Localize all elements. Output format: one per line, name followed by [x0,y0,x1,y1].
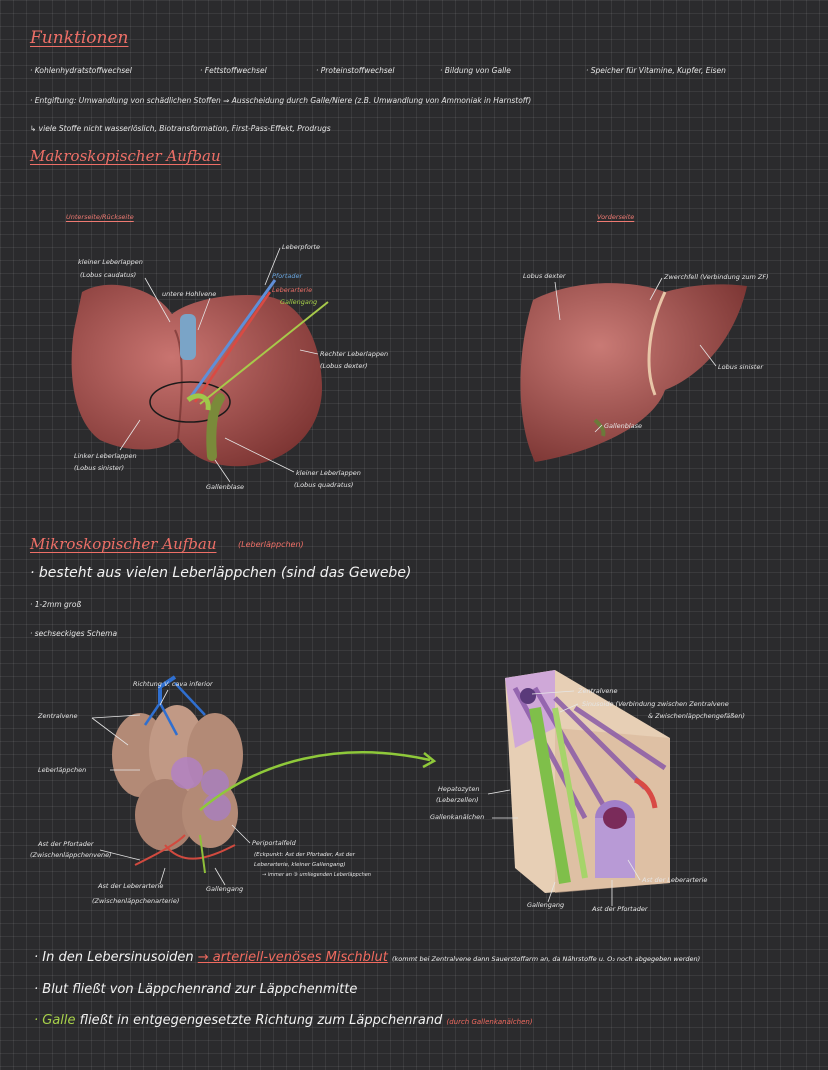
label-zentralvene-left: Zentralvene [38,712,78,720]
label-gallenblase-front: Gallenblase [604,422,643,430]
sinusoid-illustration [505,670,670,893]
summary-line-2: · Blut fließt von Läppchenrand zur Läppc… [34,982,358,997]
label-gallengang: Gallengang [280,298,318,306]
summary-line-1-highlight: → arteriell-venöses Mischblut [197,950,388,965]
function-item: · Fettstoffwechsel [200,66,267,75]
label-lobus-quadratus: kleiner Leberlappen [296,469,361,477]
label-periportalfeld-note-1: (Eckpunkt: Ast der Pfortader, Ast der [254,852,355,858]
micro-bullet-2: · 1-2mm groß [30,600,82,609]
label-gallengang-left: Gallengang [206,885,244,893]
label-hepatozyten: Hepatozyten [438,785,480,793]
label-rechter-latin: (Lobus dexter) [320,362,368,370]
label-periportalfeld-note-2: Leberarterie, kleiner Gallengang) [254,862,346,868]
label-lobus-caudatus-latin: (Lobus caudatus) [80,271,137,279]
summary-line-3-text: fließt in entgegengesetzte Richtung zum … [79,1013,443,1028]
label-untere-hohlvene: untere Hohlvene [162,290,217,298]
function-detox: · Entgiftung: Umwandlung von schädlichen… [30,96,532,105]
liver-front-view-illustration [520,283,747,462]
label-lobus-quadratus-latin: (Lobus quadratus) [294,481,354,489]
label-ast-pfortader-left: Ast der Pfortader [38,840,94,848]
back-view-title: Unterseite/Rückseite [66,213,134,221]
summary-line-1: · In den Lebersinusoiden → arteriell-ven… [34,950,700,965]
macro-title: Makroskopischer Aufbau [30,147,221,165]
function-detox-note: ↳ viele Stoffe nicht wasserlöslich, Biot… [30,124,331,133]
label-lobus-dexter: Lobus dexter [523,272,566,280]
label-zwerchfell: Zwerchfell (Verbindung zum ZF) [664,273,769,281]
label-ast-leberarterie-right: Ast der Leberarterie [642,876,708,884]
label-leberpforte: Leberpforte [282,243,321,251]
function-item: · Bildung von Galle [440,66,511,75]
function-item: · Kohlenhydratstoffwechsel [30,66,132,75]
function-item: · Speicher für Vitamine, Kupfer, Eisen [586,66,726,75]
label-ast-leberarterie-left: Ast der Leberarterie [98,882,164,890]
summary-line-3-note: (durch Gallenkanälchen) [446,1018,533,1026]
summary-line-3: · Galle fließt in entgegengesetzte Richt… [34,1013,533,1028]
front-view-title: Vorderseite [597,213,635,221]
function-item: · Proteinstoffwechsel [316,66,395,75]
micro-bullet-1: · besteht aus vielen Leberläppchen (sind… [30,565,412,581]
label-lobus-sinister: Lobus sinister [718,363,764,371]
label-periportalfeld: Periportalfeld [252,839,296,847]
label-rechter-leberlappen: Rechter Leberlappen [320,350,389,358]
label-lobus-caudatus: kleiner Leberlappen [78,258,143,266]
label-ast-leberarterie-left-sub: (Zwischenläppchenarterie) [92,897,180,905]
functions-title: Funktionen [30,28,129,48]
label-gallenblase-back: Gallenblase [206,483,245,491]
label-ast-pfortader-right: Ast der Pfortader [592,905,648,913]
micro-subtitle: (Leberläppchen) [238,540,304,549]
label-leberlaeppchen: Leberläppchen [38,766,87,774]
label-gallenkanaelchen: Gallenkanälchen [430,813,485,821]
summary-line-3-galle: · Galle [34,1013,76,1028]
liver-back-view-illustration [71,279,329,467]
micro-title: Mikroskopischer Aufbau [30,535,217,553]
micro-bullet-3: · sechseckiges Schema [30,629,118,638]
summary-line-1-text: · In den Lebersinusoiden [34,950,194,965]
label-leberarterie: Leberarterie [272,286,313,294]
label-periportalfeld-note-3: → immer an ③ umliegenden Leberläppchen [262,872,371,878]
label-linker-leberlappen: Linker Leberlappen [74,452,137,460]
label-linker-latin: (Lobus sinister) [74,464,125,472]
label-sinusoide-2: & Zwischenläppchengefäßen) [648,712,745,720]
label-gallengang-right: Gallengang [527,901,565,909]
label-ast-pfortader-left-sub: (Zwischenläppchenvene) [30,851,112,859]
label-hepatozyten-sub: (Leberzellen) [436,796,479,804]
label-vcava: Richtung V. cava inferior [133,680,213,688]
label-sinusoide: Sinusoide (Verbindung zwischen Zentralve… [582,700,729,708]
label-pfortader: Pfortader [272,272,303,280]
lobules-illustration [112,675,243,874]
summary-line-1-note: (kommt bei Zentralvene dann Sauerstoffar… [391,955,701,963]
label-zentralvene-right: Zentralvene [578,687,618,695]
